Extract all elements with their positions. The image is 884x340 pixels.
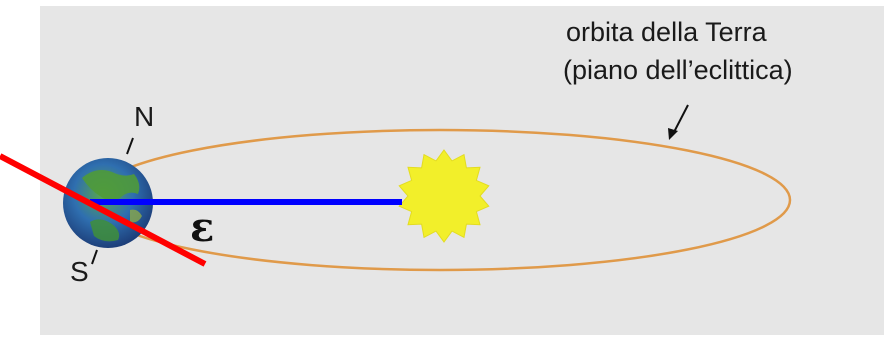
north-label: N — [134, 103, 154, 131]
orbit-caption-line2: (piano dell’eclittica) — [563, 57, 793, 84]
obliquity-angle-label: ε — [190, 208, 214, 248]
orbit-caption-line1: orbita della Terra — [566, 19, 767, 46]
south-label: S — [70, 258, 89, 286]
